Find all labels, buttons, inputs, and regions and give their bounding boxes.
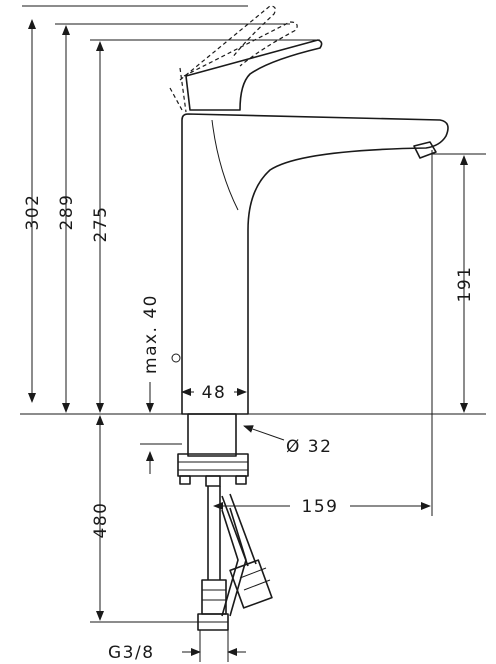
label-159: 159 [302, 497, 339, 517]
spout-contour [211, 119, 239, 211]
label-480: 480 [91, 502, 111, 539]
handle-raised-1 [183, 21, 298, 77]
label-max40: max. 40 [141, 294, 161, 374]
flex-hose-2 [221, 509, 239, 617]
flex-hose-2b [229, 507, 247, 617]
label-289: 289 [57, 194, 77, 231]
label-32: Ø 32 [286, 437, 332, 457]
flex-hose-1b [229, 493, 257, 565]
label-275: 275 [91, 206, 111, 243]
handle-raised-2 [179, 5, 276, 81]
fitting-right [229, 559, 273, 609]
fitting-left [201, 579, 227, 615]
label-191: 191 [455, 266, 475, 303]
label-48: 48 [202, 383, 227, 403]
nut-tab-right [235, 475, 247, 485]
handle-raised-4 [179, 67, 187, 113]
faucet-body [181, 113, 449, 415]
handle [185, 39, 323, 111]
nut-tab-center [205, 475, 221, 487]
fitting-right-d1 [239, 567, 267, 579]
mounting-nut [177, 453, 249, 477]
fitting-bottom [197, 613, 229, 631]
shank [187, 413, 237, 457]
fitting-right-d2 [243, 579, 271, 591]
label-g38: G3/8 [108, 643, 155, 663]
aerator [413, 141, 437, 159]
leader-32 [243, 425, 285, 441]
handle-raised-3 [169, 87, 183, 111]
pop-up-knob [171, 353, 181, 363]
nut-tab-left [179, 475, 191, 485]
label-302: 302 [23, 194, 43, 231]
